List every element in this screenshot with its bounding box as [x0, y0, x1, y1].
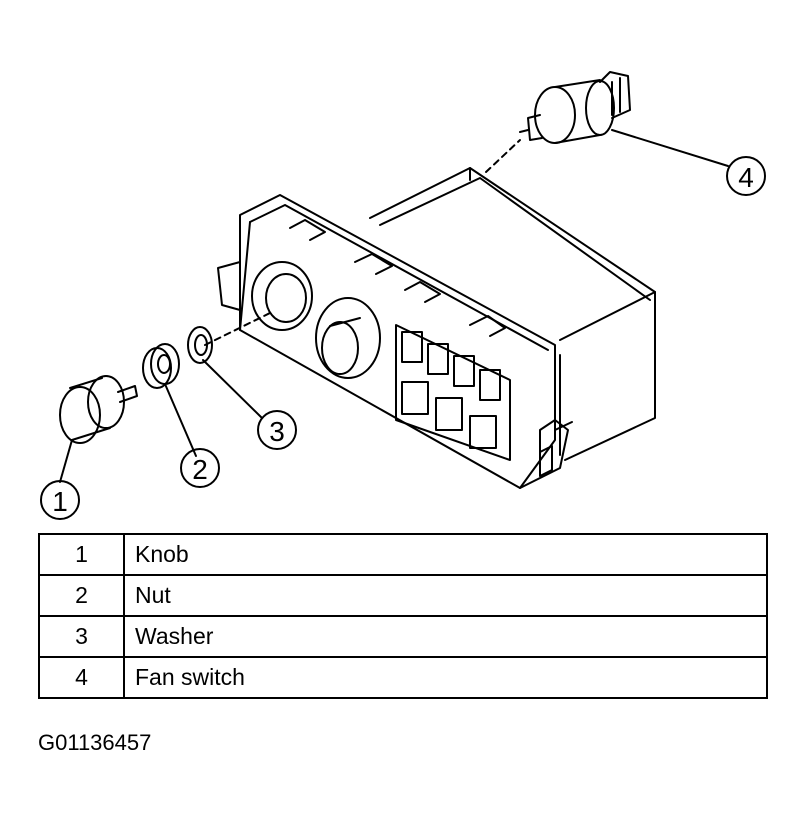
control-buttons — [395, 324, 511, 461]
knob-part — [59, 375, 138, 444]
part-number: 4 — [38, 656, 125, 699]
leader-lines — [59, 129, 729, 483]
callout-4: 4 — [726, 156, 766, 196]
control-panel-housing — [217, 167, 656, 489]
callout-2: 2 — [180, 448, 220, 488]
nut-part — [142, 343, 180, 389]
part-description: Knob — [123, 533, 768, 576]
callout-1-number: 1 — [52, 486, 68, 517]
fan-dial-opening — [251, 261, 313, 331]
exploded-view-diagram: 1 2 3 4 — [40, 71, 766, 520]
table-row: 4 Fan switch — [38, 656, 768, 699]
callout-3: 3 — [257, 410, 297, 450]
part-number: 3 — [38, 615, 125, 658]
callout-4-number: 4 — [738, 162, 754, 193]
temperature-dial — [315, 297, 381, 379]
callout-1: 1 — [40, 480, 80, 520]
fan-switch-part — [519, 71, 631, 144]
table-row: 3 Washer — [38, 615, 768, 658]
callout-3-number: 3 — [269, 416, 285, 447]
figure-id-label: G01136457 — [38, 730, 152, 755]
part-description: Fan switch — [123, 656, 768, 699]
washer-part — [187, 326, 213, 364]
table-row: 2 Nut — [38, 574, 768, 617]
parts-legend-table: 1 Knob 2 Nut 3 Washer 4 Fan switch — [38, 533, 768, 699]
part-number: 1 — [38, 533, 125, 576]
part-description: Washer — [123, 615, 768, 658]
alignment-lines — [204, 139, 521, 346]
callout-2-number: 2 — [192, 454, 208, 485]
part-number: 2 — [38, 574, 125, 617]
table-row: 1 Knob — [38, 533, 768, 576]
part-description: Nut — [123, 574, 768, 617]
